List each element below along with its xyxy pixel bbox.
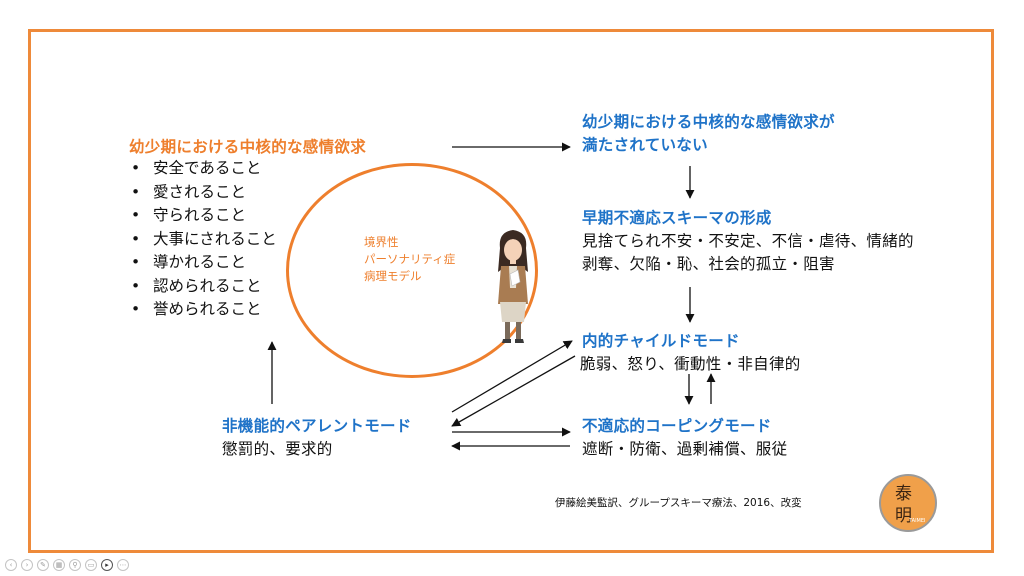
arrow-icon	[451, 340, 573, 413]
unmet-line2: 満たされていない	[582, 136, 708, 154]
previous-slide-icon[interactable]: ‹	[5, 559, 17, 571]
needs-item: 愛されること	[129, 181, 277, 205]
zoom-icon[interactable]: ⚲	[69, 559, 81, 571]
schema-line1: 見捨てられ不安・不安定、不信・虐待、情緒的	[582, 232, 914, 250]
needs-item: 誉められること	[129, 298, 277, 322]
needs-title: 幼少期における中核的な感情欲求	[129, 138, 367, 156]
woman-figure-icon	[498, 230, 528, 343]
bpd-model-circle	[286, 163, 538, 378]
slide-frame	[28, 29, 994, 553]
citation: 伊藤絵美監訳、グループスキーマ療法、2016、改変	[555, 497, 802, 509]
pen-icon[interactable]: ✎	[37, 559, 49, 571]
needs-item: 大事にされること	[129, 228, 277, 252]
needs-list: 安全であること 愛されること 守られること 大事にされること 導かれること 認め…	[129, 157, 277, 322]
more-options-icon[interactable]: ⋯	[117, 559, 129, 571]
parent-desc: 懲罰的、要求的	[222, 440, 333, 458]
subtitles-icon[interactable]: ▭	[85, 559, 97, 571]
camera-icon[interactable]: ▸	[101, 559, 113, 571]
needs-item: 導かれること	[129, 251, 277, 275]
child-desc: 脆弱、怒り、衝動性・非自律的	[580, 355, 801, 373]
child-title: 内的チャイルドモード	[582, 332, 740, 350]
circle-label-line: パーソナリティ症	[364, 252, 456, 266]
logo-char: 明	[895, 506, 912, 526]
circle-label-line: 病理モデル	[364, 269, 422, 283]
coping-desc: 遮断・防衛、過剰補償、服従	[582, 440, 788, 458]
needs-item: 守られること	[129, 204, 277, 228]
circle-label-line: 境界性	[364, 235, 399, 249]
needs-item: 認められること	[129, 275, 277, 299]
logo-seal-icon: 泰 明 TAIMEI	[879, 474, 937, 532]
schema-title: 早期不適応スキーマの形成	[582, 209, 772, 227]
slides-icon[interactable]: ▦	[53, 559, 65, 571]
parent-title: 非機能的ペアレントモード	[222, 417, 412, 435]
needs-item: 安全であること	[129, 157, 277, 181]
schema-line2: 剥奪、欠陥・恥、社会的孤立・阻害	[582, 255, 835, 273]
next-slide-icon[interactable]: ›	[21, 559, 33, 571]
presentation-toolbar: ‹ › ✎ ▦ ⚲ ▭ ▸ ⋯	[5, 559, 129, 573]
logo-char: 泰	[895, 484, 912, 504]
logo-sub: TAIMEI	[909, 518, 926, 524]
coping-title: 不適応的コーピングモード	[582, 417, 772, 435]
unmet-line1: 幼少期における中核的な感情欲求が	[582, 113, 835, 131]
circle-label: 境界性 パーソナリティ症 病理モデル	[364, 234, 455, 285]
arrow-icon	[451, 355, 576, 427]
